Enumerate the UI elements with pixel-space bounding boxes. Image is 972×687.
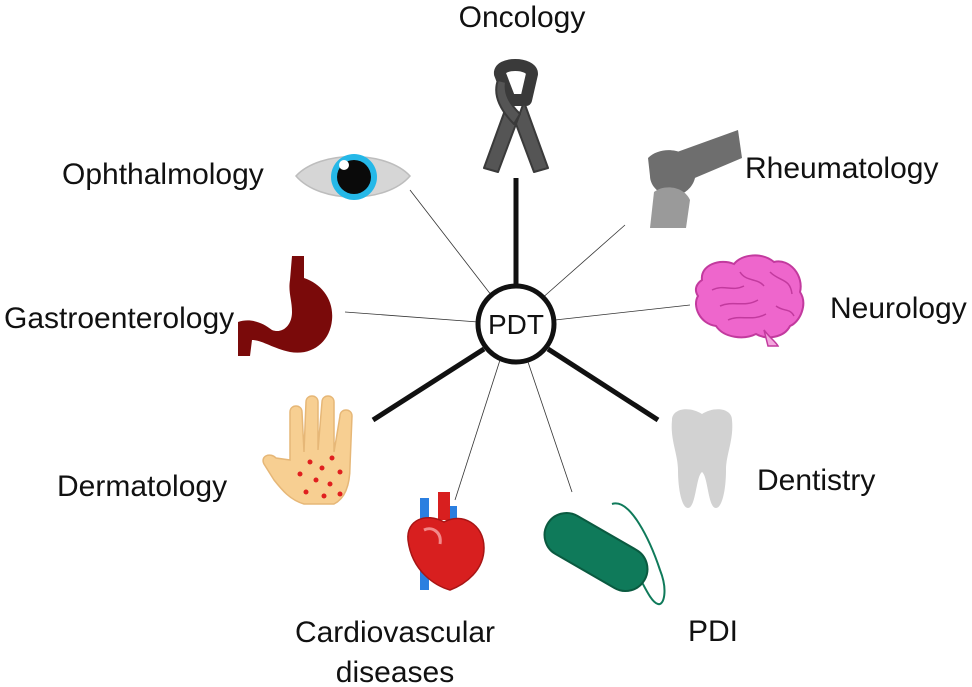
label-neurology: Neurology xyxy=(830,292,967,325)
rash-hand-icon xyxy=(262,395,353,505)
thin-connectors xyxy=(344,189,691,501)
tooth-icon xyxy=(671,409,733,508)
label-gastroenterology: Gastroenterology xyxy=(4,302,234,335)
connector-gastroenterology xyxy=(344,311,479,323)
label-oncology: Oncology xyxy=(459,1,586,34)
pdt-hub: PDT xyxy=(475,283,557,365)
spoke-dermatology xyxy=(371,346,486,423)
label-cardiovascular-line1: Cardiovascular xyxy=(295,616,495,649)
heart-icon xyxy=(407,492,485,591)
eye-icon xyxy=(294,154,412,200)
hub-label: PDT xyxy=(488,309,544,340)
bacterium-icon xyxy=(543,502,666,606)
thick-spokes xyxy=(371,178,660,423)
label-ophthalmology: Ophthalmology xyxy=(62,158,264,191)
label-dentistry: Dentistry xyxy=(757,464,875,497)
connector-neurology xyxy=(554,304,691,321)
connector-pdi xyxy=(527,361,573,493)
awareness-ribbon-icon xyxy=(483,59,549,173)
label-rheumatology: Rheumatology xyxy=(745,152,938,185)
connector-cardiovascular xyxy=(454,359,501,501)
brain-icon xyxy=(694,254,805,347)
connector-rheumatology xyxy=(539,224,626,301)
stomach-icon xyxy=(238,256,333,356)
connector-ophthalmology xyxy=(409,189,496,301)
spoke-dentistry xyxy=(546,346,660,423)
label-cardiovascular-line2: diseases xyxy=(336,656,454,687)
label-pdi: PDI xyxy=(688,615,738,648)
rash-spots xyxy=(297,455,343,499)
label-dermatology: Dermatology xyxy=(57,470,227,503)
knee-joint-icon xyxy=(648,130,742,228)
